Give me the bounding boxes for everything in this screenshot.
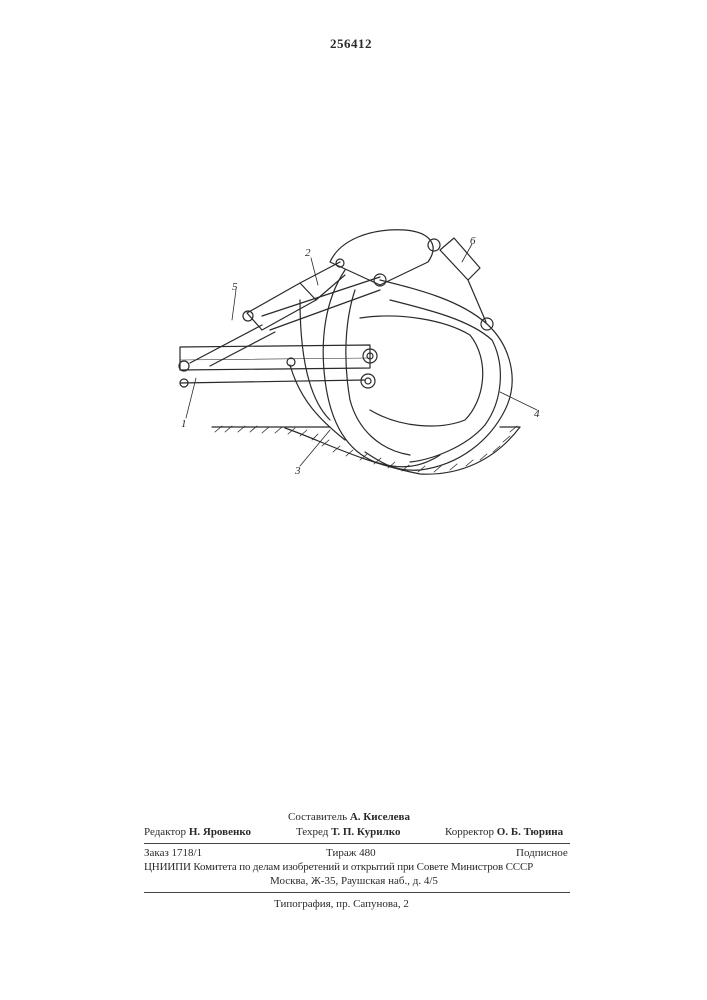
institute: ЦНИИПИ Комитета по делам изобретений и о… xyxy=(144,861,533,874)
bucket-outer-jaw xyxy=(365,280,512,470)
figure-label-6: 6 xyxy=(470,235,476,247)
editor-line: Редактор Н. Яровенко xyxy=(144,826,251,839)
figure-label-3: 3 xyxy=(294,465,301,477)
corrector-name: О. Б. Тюрина xyxy=(497,826,563,838)
editor-name: Н. Яровенко xyxy=(189,826,251,838)
printing-house: Типография, пр. Сапунова, 2 xyxy=(274,898,409,911)
techred-line: Техред Т. П. Курилко xyxy=(296,826,400,839)
circulation: Тираж 480 xyxy=(326,847,376,860)
imprint-rule-bottom xyxy=(144,892,570,893)
compiler-line: Составитель А. Киселева xyxy=(288,811,410,824)
techred-name: Т. П. Курилко xyxy=(331,826,400,838)
imprint-rule-top xyxy=(144,843,570,844)
bucket-shell xyxy=(360,316,483,426)
corrector-role: Корректор xyxy=(445,826,494,838)
boom-lower-link xyxy=(180,380,365,383)
leader-5 xyxy=(232,290,236,320)
techred-role: Техред xyxy=(296,826,328,838)
editor-role: Редактор xyxy=(144,826,186,838)
corrector-line: Корректор О. Б. Тюрина xyxy=(445,826,563,839)
compiler-role: Составитель xyxy=(288,811,347,823)
order-number: Заказ 1718/1 xyxy=(144,847,202,860)
rocker-arm xyxy=(330,230,433,285)
figure-label-4: 4 xyxy=(534,408,540,420)
compiler-name: А. Киселева xyxy=(350,811,410,823)
boom-beam xyxy=(180,345,370,370)
leader-2 xyxy=(311,258,318,285)
figure-label-5: 5 xyxy=(232,281,238,293)
figure-label-1: 1 xyxy=(181,418,187,430)
figure-label-2: 2 xyxy=(305,247,311,259)
leader-4 xyxy=(500,392,537,410)
address: Москва, Ж-35, Раушская наб., д. 4/5 xyxy=(270,875,438,888)
subscription: Подписное xyxy=(516,847,568,860)
cylinder-main xyxy=(247,283,316,330)
